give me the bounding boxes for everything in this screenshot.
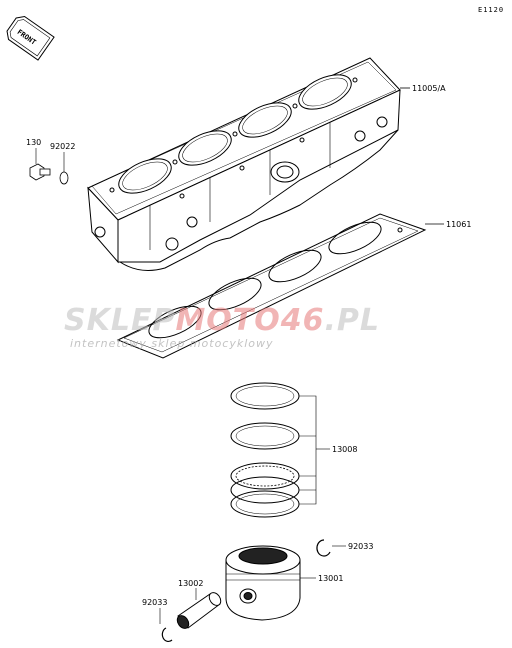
cylinder-block [87,57,401,271]
part-label-92022: 92022 [50,142,75,151]
part-label-11005a: 11005/A [412,84,446,93]
circlip-lower [161,627,173,643]
piston-ring-set [230,382,300,518]
part-label-92033-lower: 92033 [142,598,167,607]
watermark-brand: SKLEPMOTO46.PL [64,303,381,338]
bolt-130 [29,163,51,181]
part-label-13002: 13002 [178,579,203,588]
front-direction-tag: FRONT [6,15,55,61]
part-label-130: 130 [26,138,41,147]
piston-pin [176,592,222,629]
part-label-13001: 13001 [318,574,343,583]
part-label-13008: 13008 [332,445,357,454]
piston [225,545,301,621]
cylinder-base-gasket [116,213,427,359]
watermark: SKLEPMOTO46.PL internetowy sklep motocyk… [64,303,444,351]
diagram-code: E1120 [478,6,504,14]
washer-92022 [59,171,69,185]
circlip-upper [316,539,331,557]
part-label-11061: 11061 [446,220,471,229]
watermark-tagline: internetowy sklep motocyklowy [70,337,274,350]
part-label-92033-upper: 92033 [348,542,373,551]
